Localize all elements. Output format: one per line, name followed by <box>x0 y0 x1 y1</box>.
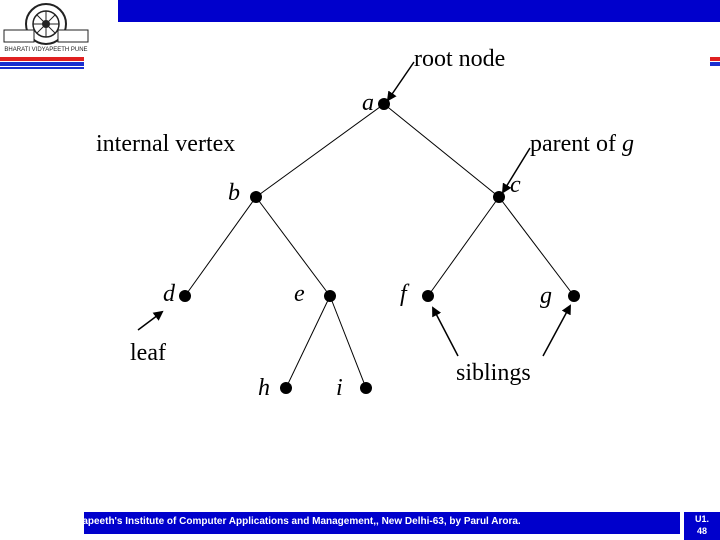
node-label-f: f <box>400 281 410 307</box>
node-d <box>179 290 191 302</box>
header-stripe-red <box>0 57 84 61</box>
root-node-annotation: root node <box>414 46 505 72</box>
node-label-h: h <box>258 375 270 401</box>
edge-b-d <box>184 196 257 297</box>
side-stripe-blue <box>710 62 720 66</box>
page-unit: U1. <box>694 514 709 524</box>
edge-e-h <box>285 295 331 389</box>
node-g <box>568 290 580 302</box>
node-label-b: b <box>228 180 240 206</box>
page-number: 48 <box>696 526 707 536</box>
node-label-g: g <box>540 283 552 309</box>
edge-a-c <box>383 103 500 198</box>
siblings-annotation: siblings <box>456 360 531 386</box>
edge-c-f <box>427 196 500 297</box>
internal-vertex-annotation: internal vertex <box>96 131 235 157</box>
edge-a-b <box>255 103 385 198</box>
leaf-annotation: leaf <box>130 340 166 366</box>
edge-c-g <box>498 196 575 297</box>
footer-bar <box>84 512 680 534</box>
node-label-d: d <box>163 281 176 307</box>
parent-annotation-arrow <box>501 147 531 194</box>
node-c <box>493 191 505 203</box>
parent-of-annotation: parent of g <box>530 131 634 157</box>
node-label-e: e <box>294 281 305 307</box>
side-stripe-red <box>710 57 720 61</box>
siblings-arrow-left <box>432 306 459 357</box>
node-label-i: i <box>336 375 343 401</box>
node-i <box>360 382 372 394</box>
header-bar <box>118 0 720 22</box>
header-stripe-blue-thin <box>0 67 84 69</box>
page-number-box: U1. 48 <box>684 512 720 540</box>
root-annotation-arrow <box>386 61 415 102</box>
logo-lettering: BHARATI VIDYAPEETH PUNE <box>4 47 87 53</box>
institute-logo: BHARATI VIDYAPEETH PUNE <box>3 3 89 53</box>
header-stripe-blue <box>0 62 84 66</box>
node-b <box>250 191 262 203</box>
node-f <box>422 290 434 302</box>
parent-of-prefix: parent of <box>530 131 622 157</box>
footer: © Bharati Vidyapeeth's Institute of Comp… <box>0 512 720 540</box>
node-h <box>280 382 292 394</box>
footer-copyright: © Bharati Vidyapeeth's Institute of Comp… <box>14 516 521 527</box>
parent-of-target: g <box>622 131 634 157</box>
node-label-c: c <box>510 172 521 198</box>
node-label-a: a <box>362 90 374 116</box>
leaf-annotation-arrow <box>137 310 164 331</box>
siblings-arrow-right <box>542 304 571 357</box>
node-e <box>324 290 336 302</box>
edge-b-e <box>255 196 331 297</box>
edge-e-i <box>329 295 367 389</box>
